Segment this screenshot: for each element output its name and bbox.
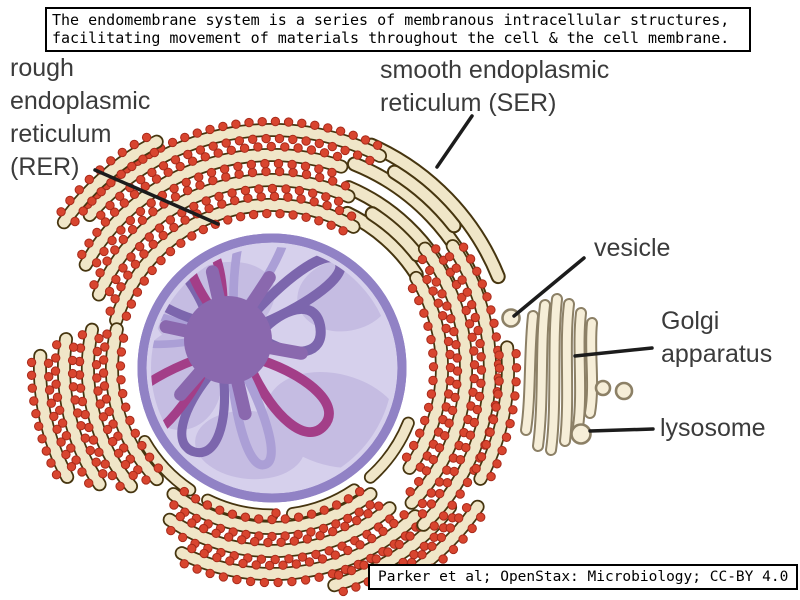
leader-rer bbox=[93, 168, 220, 226]
vesicle bbox=[614, 381, 634, 401]
vesicle bbox=[594, 379, 612, 397]
leader-lines bbox=[93, 114, 655, 433]
leader-lysosome bbox=[588, 427, 655, 433]
leader-ser bbox=[435, 114, 474, 169]
label-golgi-apparatus: Golgi apparatus bbox=[661, 307, 773, 368]
attribution-box: Parker et al; OpenStax: Microbiology; CC… bbox=[368, 564, 799, 590]
label-rer: rough endoplasmic reticulum (RER) bbox=[10, 54, 151, 181]
leader-golgi bbox=[573, 346, 654, 358]
stray-ribosome bbox=[271, 508, 281, 518]
nucleus bbox=[137, 233, 407, 503]
label-ser: smooth endoplasmic reticulum (SER) bbox=[380, 56, 610, 117]
leader-vesicle bbox=[512, 256, 586, 318]
rough-er bbox=[26, 116, 522, 597]
nucleoplasm bbox=[151, 247, 393, 480]
description-box: The endomembrane system is a series of m… bbox=[45, 7, 751, 52]
label-lysosome: lysosome bbox=[660, 414, 766, 442]
golgi-apparatus bbox=[520, 293, 599, 456]
lysosome bbox=[570, 423, 592, 445]
nucleolus bbox=[159, 265, 308, 421]
label-vesicle: vesicle bbox=[594, 234, 671, 262]
